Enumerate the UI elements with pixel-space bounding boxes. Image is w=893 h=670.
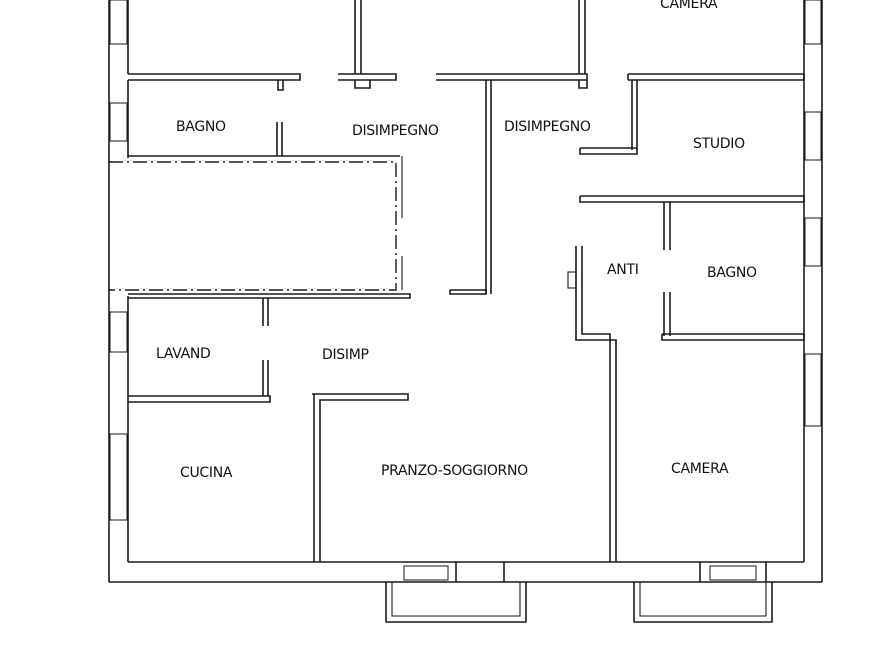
label-studio: STUDIO [693,136,745,152]
label-disimp: DISIMP [322,347,369,363]
label-pranzo-soggiorno: PRANZO-SOGGIORNO [381,463,528,479]
label-camera-top: CAMERA [660,0,718,12]
void-area [109,156,403,291]
lower-left-walls [128,293,411,562]
label-camera-bottom: CAMERA [671,461,729,477]
room-labels: CAMERA BAGNO DISIMPEGNO DISIMPEGNO STUDI… [156,0,757,481]
outer-walls [108,0,823,583]
label-disimpegno-left: DISIMPEGNO [352,123,439,139]
corridor-walls [449,80,492,295]
label-lavand: LAVAND [156,346,211,362]
label-anti: ANTI [607,262,639,278]
bagno-left-walls [128,122,400,157]
bottom-openings [455,562,767,582]
studio-walls [579,80,805,203]
label-bagno-right: BAGNO [707,265,757,281]
label-disimpegno-right: DISIMPEGNO [504,119,591,135]
anti-bagno-walls [567,202,805,562]
balconies [385,582,773,623]
windows [109,0,822,581]
top-walls [128,0,805,91]
label-cucina: CUCINA [180,465,233,481]
label-bagno-left: BAGNO [176,119,226,135]
